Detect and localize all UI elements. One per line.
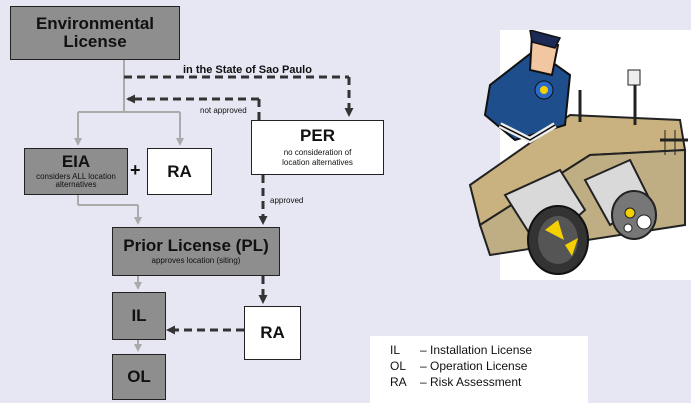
legend-row: RA – Risk Assessment xyxy=(390,374,588,390)
eia-box: EIA considers ALL location alternatives xyxy=(24,148,128,195)
industrial-worker-illustration xyxy=(468,30,691,280)
legend-desc: – Operation License xyxy=(420,359,528,373)
il-box: IL xyxy=(112,292,166,340)
eia-title: EIA xyxy=(61,152,91,172)
ol-title: OL xyxy=(127,367,151,387)
ra-bottom-box: RA xyxy=(244,306,301,360)
legend: IL – Installation License OL – Operation… xyxy=(370,336,588,403)
il-title: IL xyxy=(131,306,147,326)
prior-license-subtitle: approves location (siting) xyxy=(151,256,241,266)
per-box: PER no consideration of location alterna… xyxy=(251,120,384,175)
environmental-license-line2: License xyxy=(63,32,127,51)
legend-row: OL – Operation License xyxy=(390,358,588,374)
prior-license-title: Prior License (PL) xyxy=(123,236,269,256)
ra-bottom-title: RA xyxy=(260,323,285,343)
per-subtitle-1: no consideration of xyxy=(283,148,352,158)
legend-abbr: OL xyxy=(390,359,407,373)
legend-desc: – Risk Assessment xyxy=(420,375,522,389)
ra-top-box: RA xyxy=(147,148,212,195)
legend-abbr: IL xyxy=(390,343,401,357)
per-title: PER xyxy=(300,126,335,146)
environmental-license-line1: Environmental xyxy=(35,14,155,34)
plus-sign: + xyxy=(130,160,141,180)
ra-top-title: RA xyxy=(167,161,192,181)
ol-box: OL xyxy=(112,354,166,400)
legend-desc: – Installation License xyxy=(420,343,533,357)
not-approved-label: not approved xyxy=(200,106,247,115)
prior-license-box: Prior License (PL) approves location (si… xyxy=(112,227,280,276)
state-label: in the State of Sao Paulo xyxy=(183,64,312,76)
eia-subtitle: considers ALL location alternatives xyxy=(36,172,116,190)
legend-abbr: RA xyxy=(390,375,407,389)
per-subtitle-2: location alternatives xyxy=(282,157,353,167)
approved-label: approved xyxy=(270,196,304,205)
environmental-license-box: Environmental License xyxy=(10,6,180,60)
legend-row: IL – Installation License xyxy=(390,342,588,358)
